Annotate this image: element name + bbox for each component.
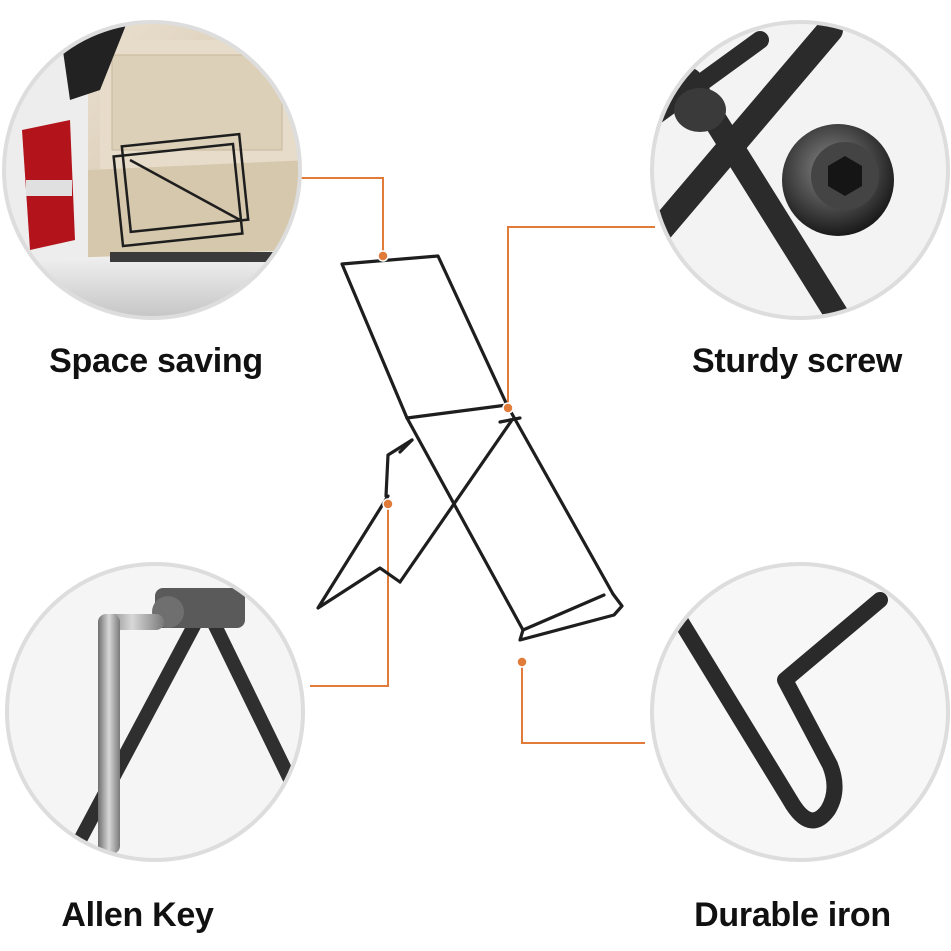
connector-allen-key [310,504,389,687]
allen-key-detail-photo-icon [5,562,305,862]
connector-durable-iron [521,662,645,744]
stand-frame-icon [316,254,624,642]
dot-allen-key [382,498,394,510]
connector-lines [300,177,655,744]
connector-dots [377,250,528,668]
feature-label-sturdy-screw: Sturdy screw [692,342,902,380]
feature-label-allen-key: Allen Key [61,896,214,934]
connector-space-saving [300,177,384,256]
dot-space-saving [377,250,389,262]
connector-sturdy-screw [507,226,655,408]
feature-label-space-saving: Space saving [49,342,263,380]
car-trunk-photo-icon [2,20,302,320]
iron-bend-detail-photo-icon [650,562,950,862]
dot-durable-iron [516,656,528,668]
screw-detail-photo-icon [650,20,950,320]
feature-label-durable-iron: Durable iron [694,896,891,934]
dot-sturdy-screw [502,402,514,414]
